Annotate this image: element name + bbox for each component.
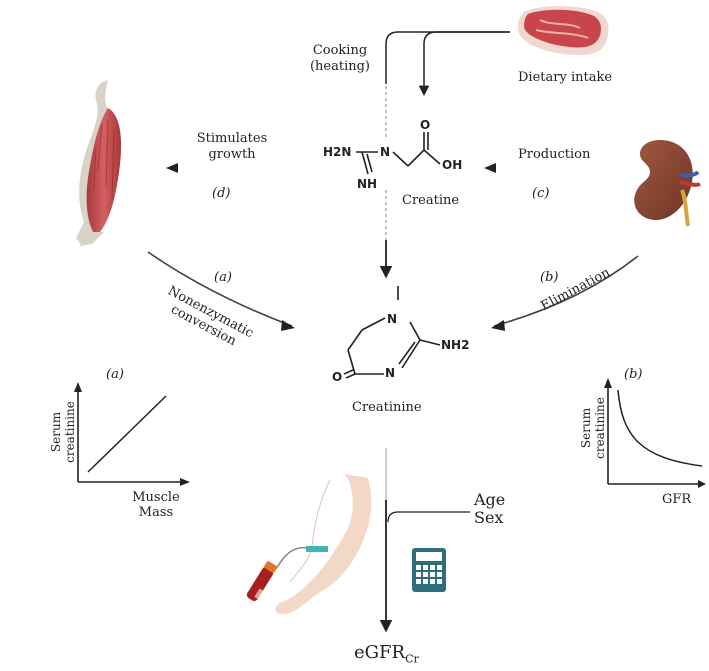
- right-plot-curve: [617, 389, 703, 467]
- left-plot-marker: (a): [106, 367, 124, 382]
- creatinine-n1: N: [387, 312, 398, 326]
- sex-label: Sex: [474, 508, 504, 527]
- creatine-n: N: [380, 145, 391, 159]
- production-arrow: [484, 163, 630, 173]
- kidney-icon: [634, 140, 701, 227]
- nonenzymatic-arrow: [147, 251, 295, 331]
- dietary-intake-label: Dietary intake: [518, 70, 613, 85]
- meat-steak-icon: [518, 6, 609, 56]
- creatinine-label: Creatinine: [352, 400, 422, 415]
- muscle-icon: [76, 80, 122, 246]
- creatine-h2n: H2N: [323, 145, 352, 159]
- age-label: Age: [474, 490, 506, 509]
- egfr-arrow: [379, 448, 470, 633]
- creatine-o: O: [420, 118, 431, 132]
- marker-b-top: (b): [540, 270, 559, 285]
- left-plot-xlabel: Muscle Mass: [132, 490, 180, 520]
- left-plot-ylabel: Serum creatinine: [49, 401, 77, 463]
- creatinine-o: O: [332, 370, 343, 384]
- creatine-structure: [356, 132, 441, 175]
- stimulates-growth-arrow: [166, 163, 300, 173]
- creatinine-nh2: NH2: [441, 338, 470, 352]
- calculator-icon: [412, 548, 446, 592]
- elimination-arrow: [491, 255, 639, 331]
- right-plot: [604, 378, 706, 488]
- cooking-label: Cooking (heating): [309, 43, 371, 74]
- production-label: Production: [518, 147, 591, 162]
- egfr-label: eGFRCr: [354, 642, 419, 666]
- left-plot-line: [87, 395, 167, 473]
- creatinine-n2: N: [385, 366, 396, 380]
- right-plot-xlabel: GFR: [662, 492, 692, 507]
- marker-c: (c): [532, 186, 550, 201]
- dietary-connector: [379, 31, 510, 279]
- right-plot-ylabel: Serum creatinine: [579, 397, 607, 459]
- creatinine-structure: [343, 286, 441, 379]
- marker-d: (d): [212, 186, 231, 201]
- creatine-nh: NH: [357, 177, 378, 191]
- marker-a-top: (a): [214, 270, 232, 285]
- left-plot: [74, 382, 190, 486]
- stimulates-growth-label: Stimulates growth: [196, 131, 268, 162]
- creatine-oh: OH: [442, 158, 463, 172]
- arm-blood-draw-icon: [246, 474, 372, 615]
- creatine-label: Creatine: [402, 193, 460, 208]
- right-plot-marker: (b): [624, 367, 643, 382]
